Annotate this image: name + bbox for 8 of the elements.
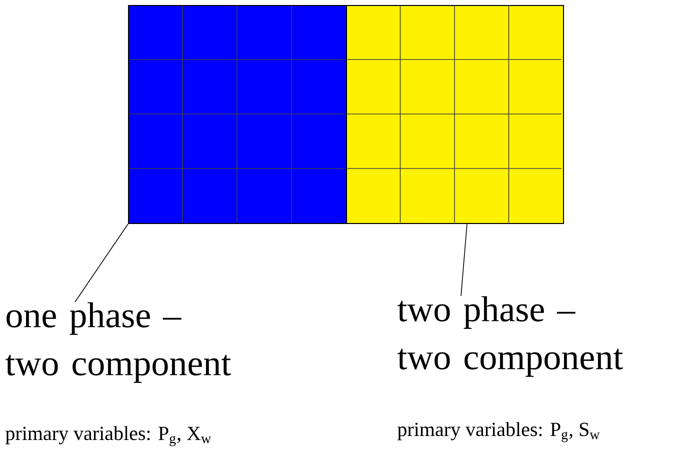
phase-label: two phase – two component	[398, 296, 623, 377]
phase-label: one phase – two component	[6, 302, 231, 383]
leader-line	[460, 224, 468, 296]
variables-note: primary variables: P$_{g}$, X$_{w}$	[6, 426, 212, 446]
variables-note: primary variables: P$_{g}$, S$_{w}$	[398, 422, 600, 442]
grid-block	[128, 5, 347, 224]
grid-block	[346, 5, 564, 224]
leader-line	[74, 224, 128, 302]
